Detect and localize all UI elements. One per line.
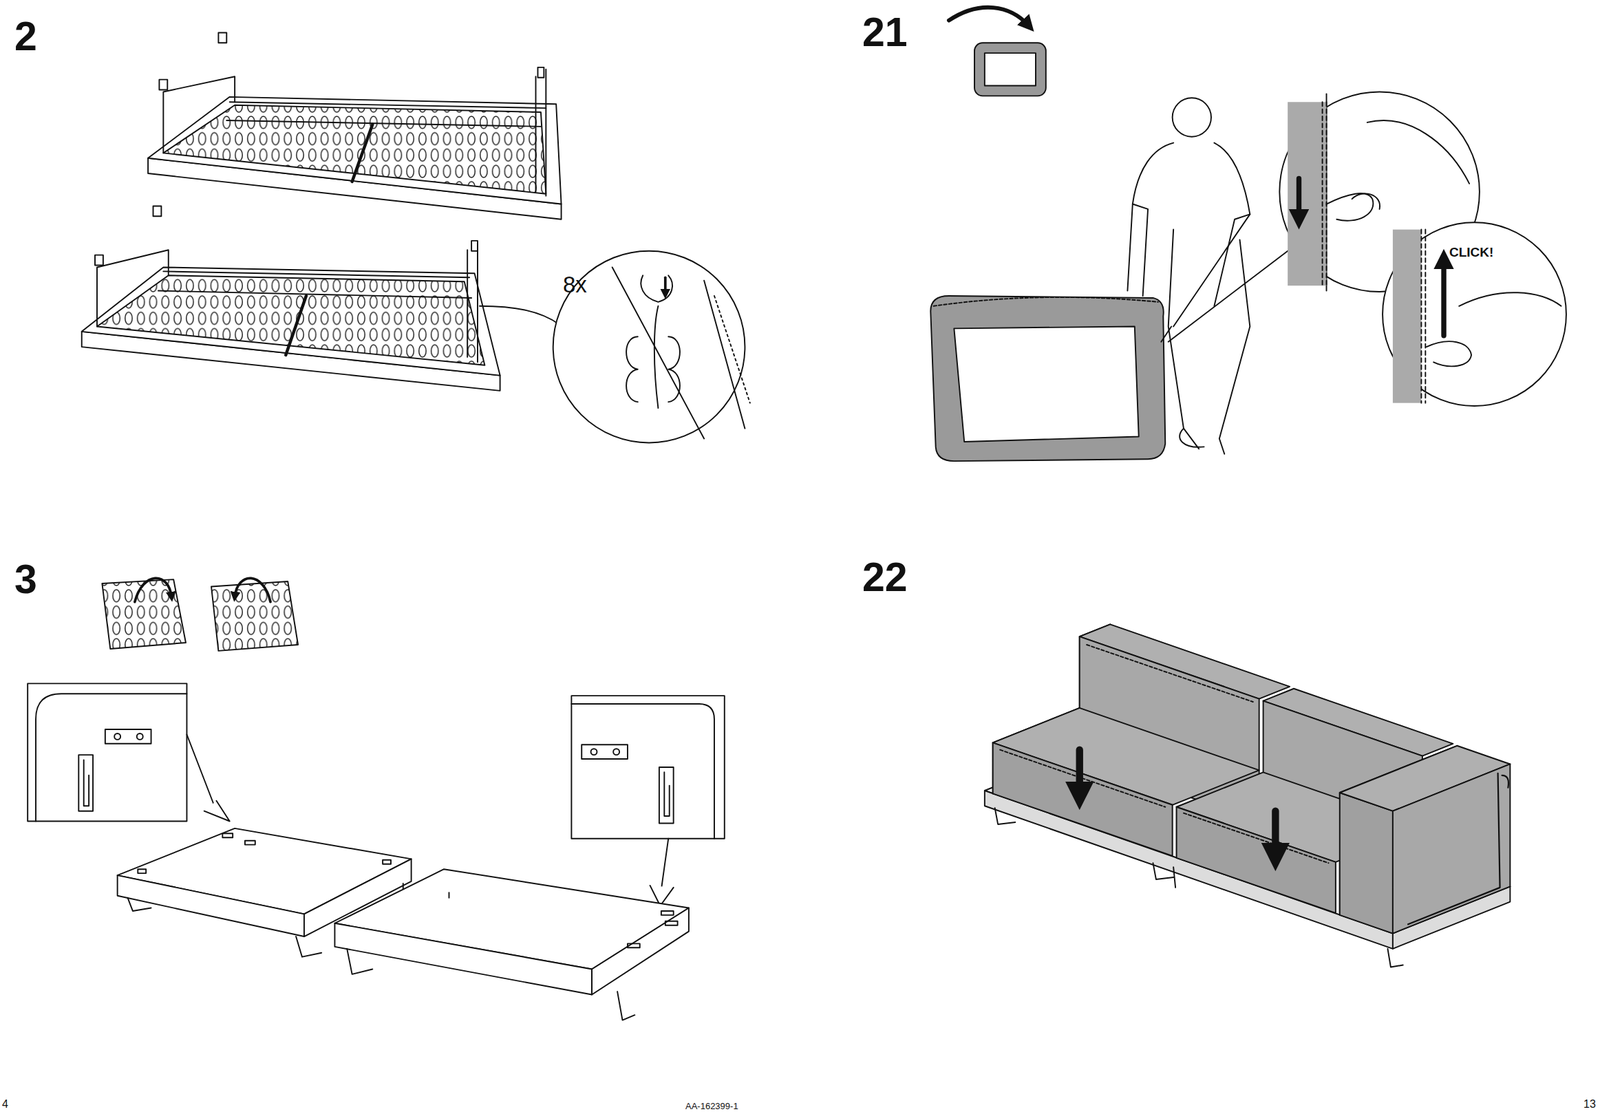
page-number: 13 (1583, 1099, 1596, 1111)
step-number: 3 (14, 559, 38, 601)
step-number: 21 (862, 12, 908, 53)
document-code: AA-162399-1 (685, 1101, 739, 1111)
sound-label: CLICK! (1449, 245, 1494, 259)
quantity-label: 8x (562, 273, 588, 296)
step-number: 2 (14, 16, 38, 58)
step-number: 22 (862, 557, 908, 599)
page-number: 4 (2, 1099, 9, 1111)
